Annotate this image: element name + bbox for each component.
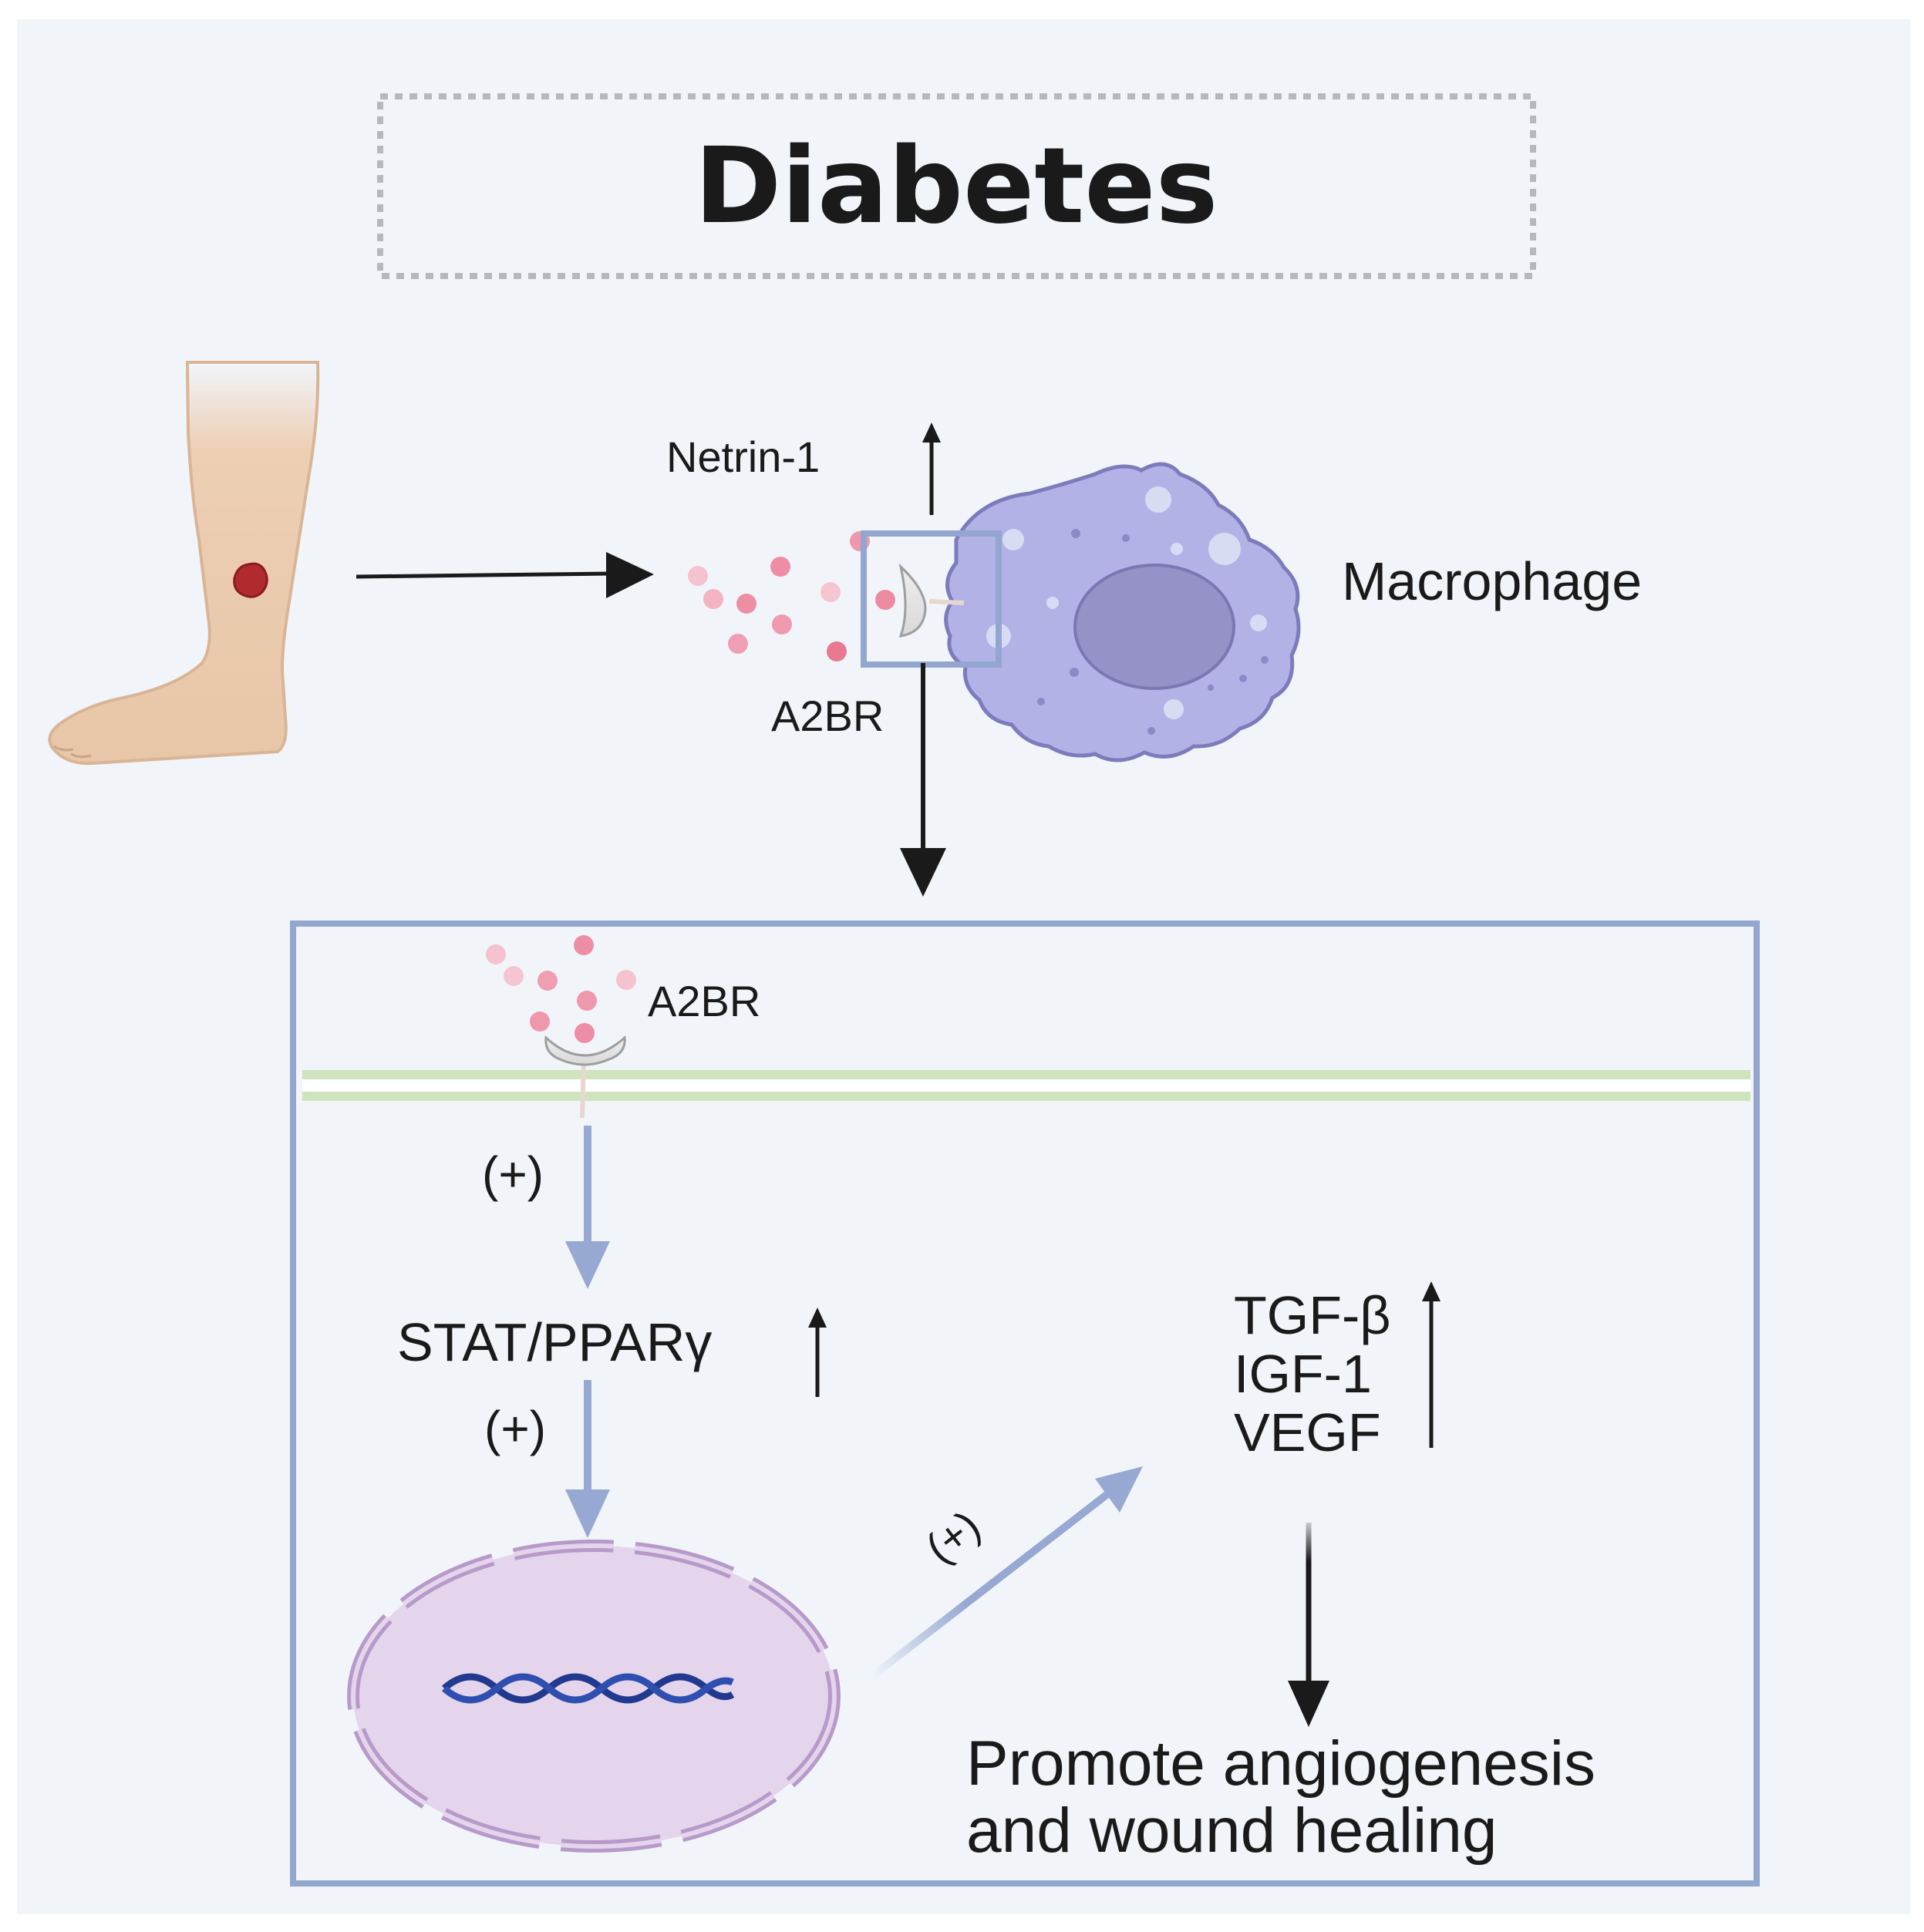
factor-vegf: VEGF [1234, 1402, 1381, 1462]
plus-sign-2: (+) [484, 1401, 546, 1456]
netrin-1-particles-inner [486, 935, 636, 1043]
arrow-stat-to-nucleus [565, 1380, 610, 1538]
toe-lines [53, 745, 92, 759]
arrow-leg-to-netrin [355, 552, 654, 598]
receptor-zoom-box [861, 530, 1002, 668]
arrow-receptor-to-stat [565, 1126, 610, 1289]
arrow-to-detail-panel [900, 663, 946, 897]
wound-icon [233, 562, 268, 598]
netrin-1-label: Netrin-1 [666, 433, 820, 481]
a2br-label-inner: A2BR [648, 977, 760, 1025]
outcome-line-2: and wound healing [966, 1796, 1497, 1866]
a2br-receptor-inner [544, 1035, 626, 1119]
a2br-receptor-icon [898, 563, 927, 638]
detail-panel: A2BR (+) STAT/PPARγ (+) [290, 921, 1760, 1887]
title-frame [377, 93, 1536, 279]
plus-sign-1: (+) [482, 1146, 544, 1202]
macrophage-cell [944, 462, 1301, 762]
factor-tgf-beta: TGF-β [1234, 1285, 1391, 1345]
stat-pparg-label: STAT/PPARγ [397, 1312, 712, 1372]
factor-igf-1: IGF-1 [1234, 1344, 1372, 1404]
arrow-factors-to-outcome [1288, 1523, 1329, 1727]
leg-illustration [48, 361, 320, 766]
arrow-netrin-increase [922, 422, 941, 515]
title-box: Diabetes [377, 93, 1536, 279]
cell-nucleus [347, 1540, 841, 1853]
page-title: Diabetes [694, 126, 1218, 247]
a2br-label-top: A2BR [771, 692, 884, 740]
arrow-nucleus-to-factors [868, 1466, 1143, 1680]
leg-shape [48, 361, 320, 766]
outcome-line-1: Promote angiogenesis [966, 1728, 1595, 1799]
macrophage-label: Macrophage [1342, 551, 1642, 611]
stat-increase-arrow [808, 1308, 827, 1397]
factors-increase-arrow [1422, 1281, 1440, 1448]
macrophage-nucleus [1073, 564, 1235, 690]
